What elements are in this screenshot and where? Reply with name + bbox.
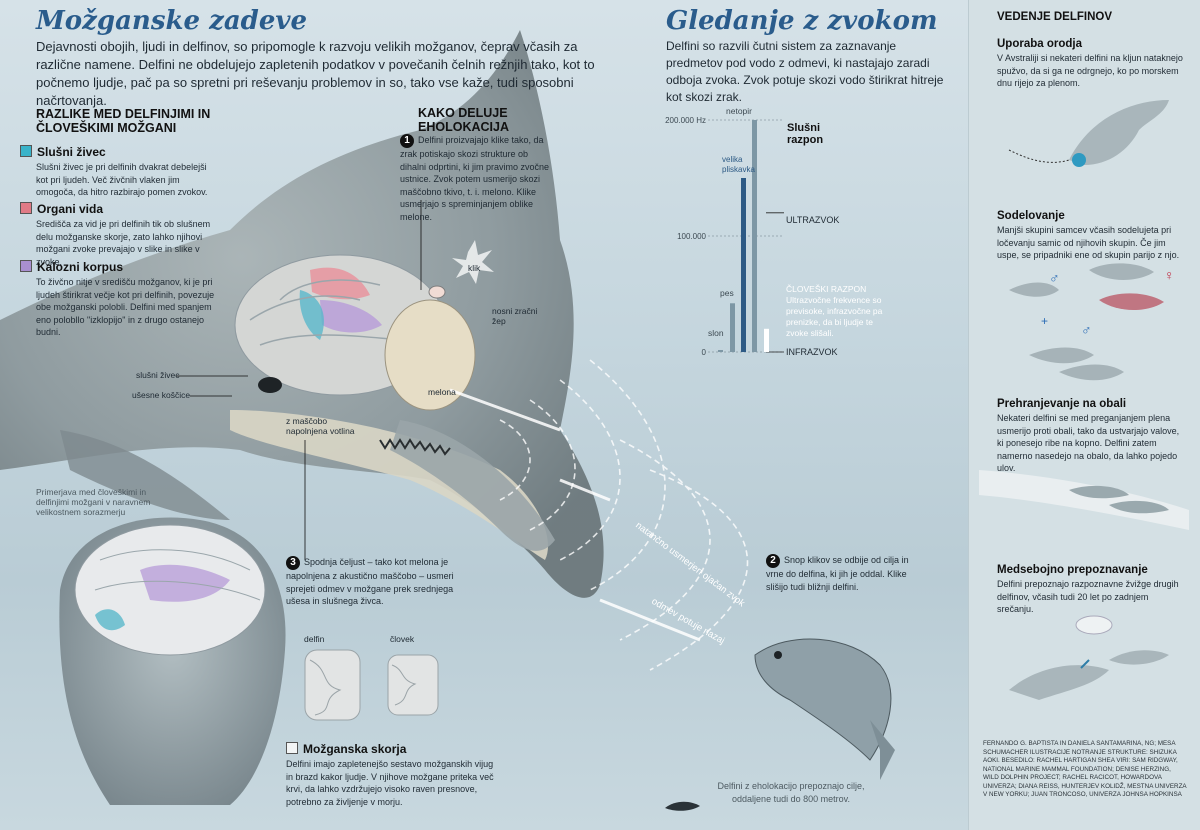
behavior-section-4: Medsebojno prepoznavanje Delfini prepozn… [997,564,1187,616]
label-votlina: z maščobo napolnjena votlina [286,416,355,436]
diff-item-title: Slušni živec [37,145,106,159]
diff-item-2: Organi vida Središča za vid je pri delfi… [20,202,215,268]
diff-item-title: Organi vida [37,202,104,216]
right-column: ♂ ♀ ♂ + VEDENJE DELFINOV Uporaba orodja … [968,0,1200,830]
dolphin-illustration [0,30,895,811]
behavior-section-2: Sodelovanje Manjši skupini samcev včasih… [997,210,1187,262]
dolphin-fin [60,430,230,520]
step-number: 2 [766,554,780,568]
middle-title: Gledanje z zvokom [666,6,938,36]
behavior-text: Delfini prepoznajo razpoznavne žvižge dr… [997,579,1179,614]
label-primerjava: Primerjava med človeškimi in delfinjimi … [36,487,151,517]
chart-tick-label: 200.000 Hz [665,116,706,125]
label-slusni-zivec: slušni živec [136,370,180,380]
tuna-fish [754,638,895,780]
behavior-title: Uporaba orodja [997,38,1082,50]
diff-item-text: Središča za vid je pri delfinih tik ob s… [36,219,211,267]
diff-item-title: Kalozni korpus [37,260,124,274]
label-nosni: nosni zračni žep [492,306,538,326]
chart-series-label: slon [708,328,724,338]
hearing-range-chart: 200.000 Hz 100.000 0 slon pes velikapliskavka… [665,106,784,357]
svg-text:+: + [1041,314,1048,328]
behavior-title: Medsebojno prepoznavanje [997,564,1148,576]
behavior-text: V Avstraliji si nekateri delfini na klju… [997,53,1183,88]
behavior-illustrations: ♂ ♀ ♂ + [979,100,1189,700]
step-number: 1 [400,134,414,148]
eholoc-heading: KAKO DELUJE EHOLOKACIJA [418,106,509,134]
label-delfin: delfin [304,634,325,644]
human-range-title: ČLOVEŠKI RAZPON [786,284,867,294]
chart-bar [752,120,757,352]
chart-series-label: netopir [726,106,752,116]
label-ultrazvok: ULTRAZVOK [786,215,840,225]
klik-burst [452,240,494,284]
chart-tick-label: 100.000 [677,232,706,241]
label-usesne-koscice: ušesne koščice [132,390,191,400]
label-infrazvok: INFRAZVOK [786,347,838,357]
behavior-text: Nekateri delfini se med preganjanjem ple… [997,413,1180,473]
chart-bar [741,178,746,352]
skorja-title: Možganska skorja [303,742,407,756]
step-number: 3 [286,556,300,570]
label-melona: melona [428,387,456,397]
chart-series-label: pliskavka [722,165,755,174]
credits: FERNANDO G. BAPTISTA IN DANIELA SANTAMAR… [983,740,1187,798]
color-swatch [20,260,32,272]
behavior-section-3: Prehranjevanje na obali Nekateri delfini… [997,398,1187,475]
svg-text:♂: ♂ [1081,322,1092,338]
middle-intro: Delfini so razvili čutni sistem za zazna… [666,39,944,104]
color-swatch [286,742,298,754]
left-intro: Dejavnosti obojih, ljudi in delfinov, so… [36,39,595,108]
behavior-title: Sodelovanje [997,210,1065,222]
chart-tick-label: 0 [702,348,707,357]
chart-bar [730,303,735,352]
chart-bar [718,350,723,352]
human-range-text: Ultrazvočne frekvence so previsoke, infr… [786,295,883,338]
melon [384,299,476,411]
diff-item-text: Slušni živec je pri delfinih dvakrat deb… [36,162,208,197]
diff-heading: RAZLIKE MED DELFINJIMI IN ČLOVEŠKIMI MOŽ… [36,107,211,135]
behavior-section-1: Uporaba orodja V Avstraliji si nekateri … [997,38,1187,90]
step-text: Delfini proizvajajo klike tako, da zrak … [400,135,550,222]
skorja-block: Možganska skorja Delfini imajo zapletene… [286,742,496,808]
brain-sections [304,649,439,721]
lower-jaw [230,410,548,560]
svg-text:♀: ♀ [1164,267,1175,283]
label-klik: klik [468,263,481,273]
diff-item-3: Kalozni korpus To živčno nitje v središč… [20,260,215,339]
diff-item-text: To živčno nitje v središču možganov, ki … [36,277,215,337]
label-clovek: človek [390,634,415,644]
behavior-title: Prehranjevanje na obali [997,398,1127,410]
behavior-text: Manjši skupini samcev včasih sodelujeta … [997,225,1180,260]
diff-item-1: Slušni živec Slušni živec je pri delfini… [20,145,215,199]
small-dolphin [665,801,700,811]
chart-series-label: velika [722,155,743,164]
sound-waves [499,359,749,671]
step-text: Snop klikov se odbije od cilja in vrne d… [766,555,909,592]
color-swatch [20,145,32,157]
skorja-text: Delfini imajo zapletenejšo sestavo možga… [286,759,494,807]
svg-text:♂: ♂ [1049,270,1060,286]
human-range-note: ČLOVEŠKI RAZPON Ultrazvočne frekvence so… [786,284,896,339]
chart-bar [764,328,769,352]
right-heading: VEDENJE DELFINOV [997,11,1113,23]
chart-heading: Slušni razpon [787,122,824,146]
caption-bottom: Delfini z eholokacijo prepoznajo cilje, … [717,781,865,804]
human-head [59,517,286,805]
color-swatch [20,202,32,214]
left-title: Možganske zadeve [36,6,308,36]
chart-series-label: pes [720,288,734,298]
step-text: Spodnja čeljust – tako kot melona je nap… [286,557,454,606]
dolphin-eye [258,377,282,393]
